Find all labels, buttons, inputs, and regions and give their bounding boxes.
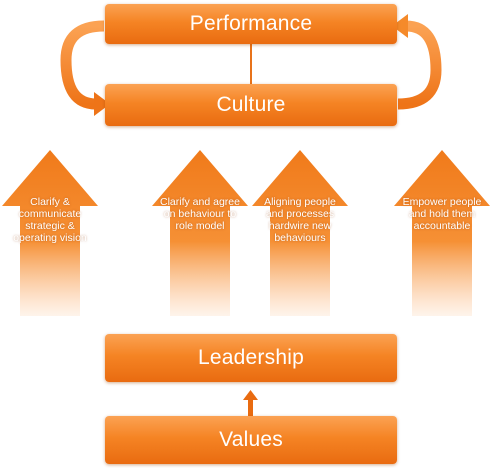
- up-arrow-4: [394, 150, 490, 316]
- performance-box: Performance: [105, 4, 397, 44]
- loop-arrow-left: [60, 20, 105, 110]
- performance-label: Performance: [189, 12, 313, 35]
- values-label: Values: [219, 428, 283, 451]
- up-arrow-1: [2, 150, 98, 316]
- leadership-label: Leadership: [198, 346, 304, 369]
- up-arrow-2: [152, 150, 248, 316]
- arrow-1-label: Clarify & communicate strategic & operat…: [13, 196, 87, 244]
- arrow-3-label: Aligning people and processes hardwire n…: [264, 196, 336, 244]
- loop-arrow-right-head: [392, 14, 408, 38]
- culture-box: Culture: [105, 84, 397, 126]
- leadership-box: Leadership: [105, 334, 397, 382]
- loop-arrow-left-head: [94, 92, 110, 116]
- values-to-leadership-stem: [248, 398, 253, 416]
- values-box: Values: [105, 416, 397, 464]
- loop-arrow-right: [397, 20, 442, 110]
- values-to-leadership-head: [243, 390, 258, 400]
- up-arrow-3: [252, 150, 348, 316]
- culture-label: Culture: [216, 93, 286, 116]
- arrow-4-label: Empower people and hold them accountable: [402, 196, 482, 232]
- arrow-2-label: Clarify and agree on behaviour to role m…: [160, 196, 240, 232]
